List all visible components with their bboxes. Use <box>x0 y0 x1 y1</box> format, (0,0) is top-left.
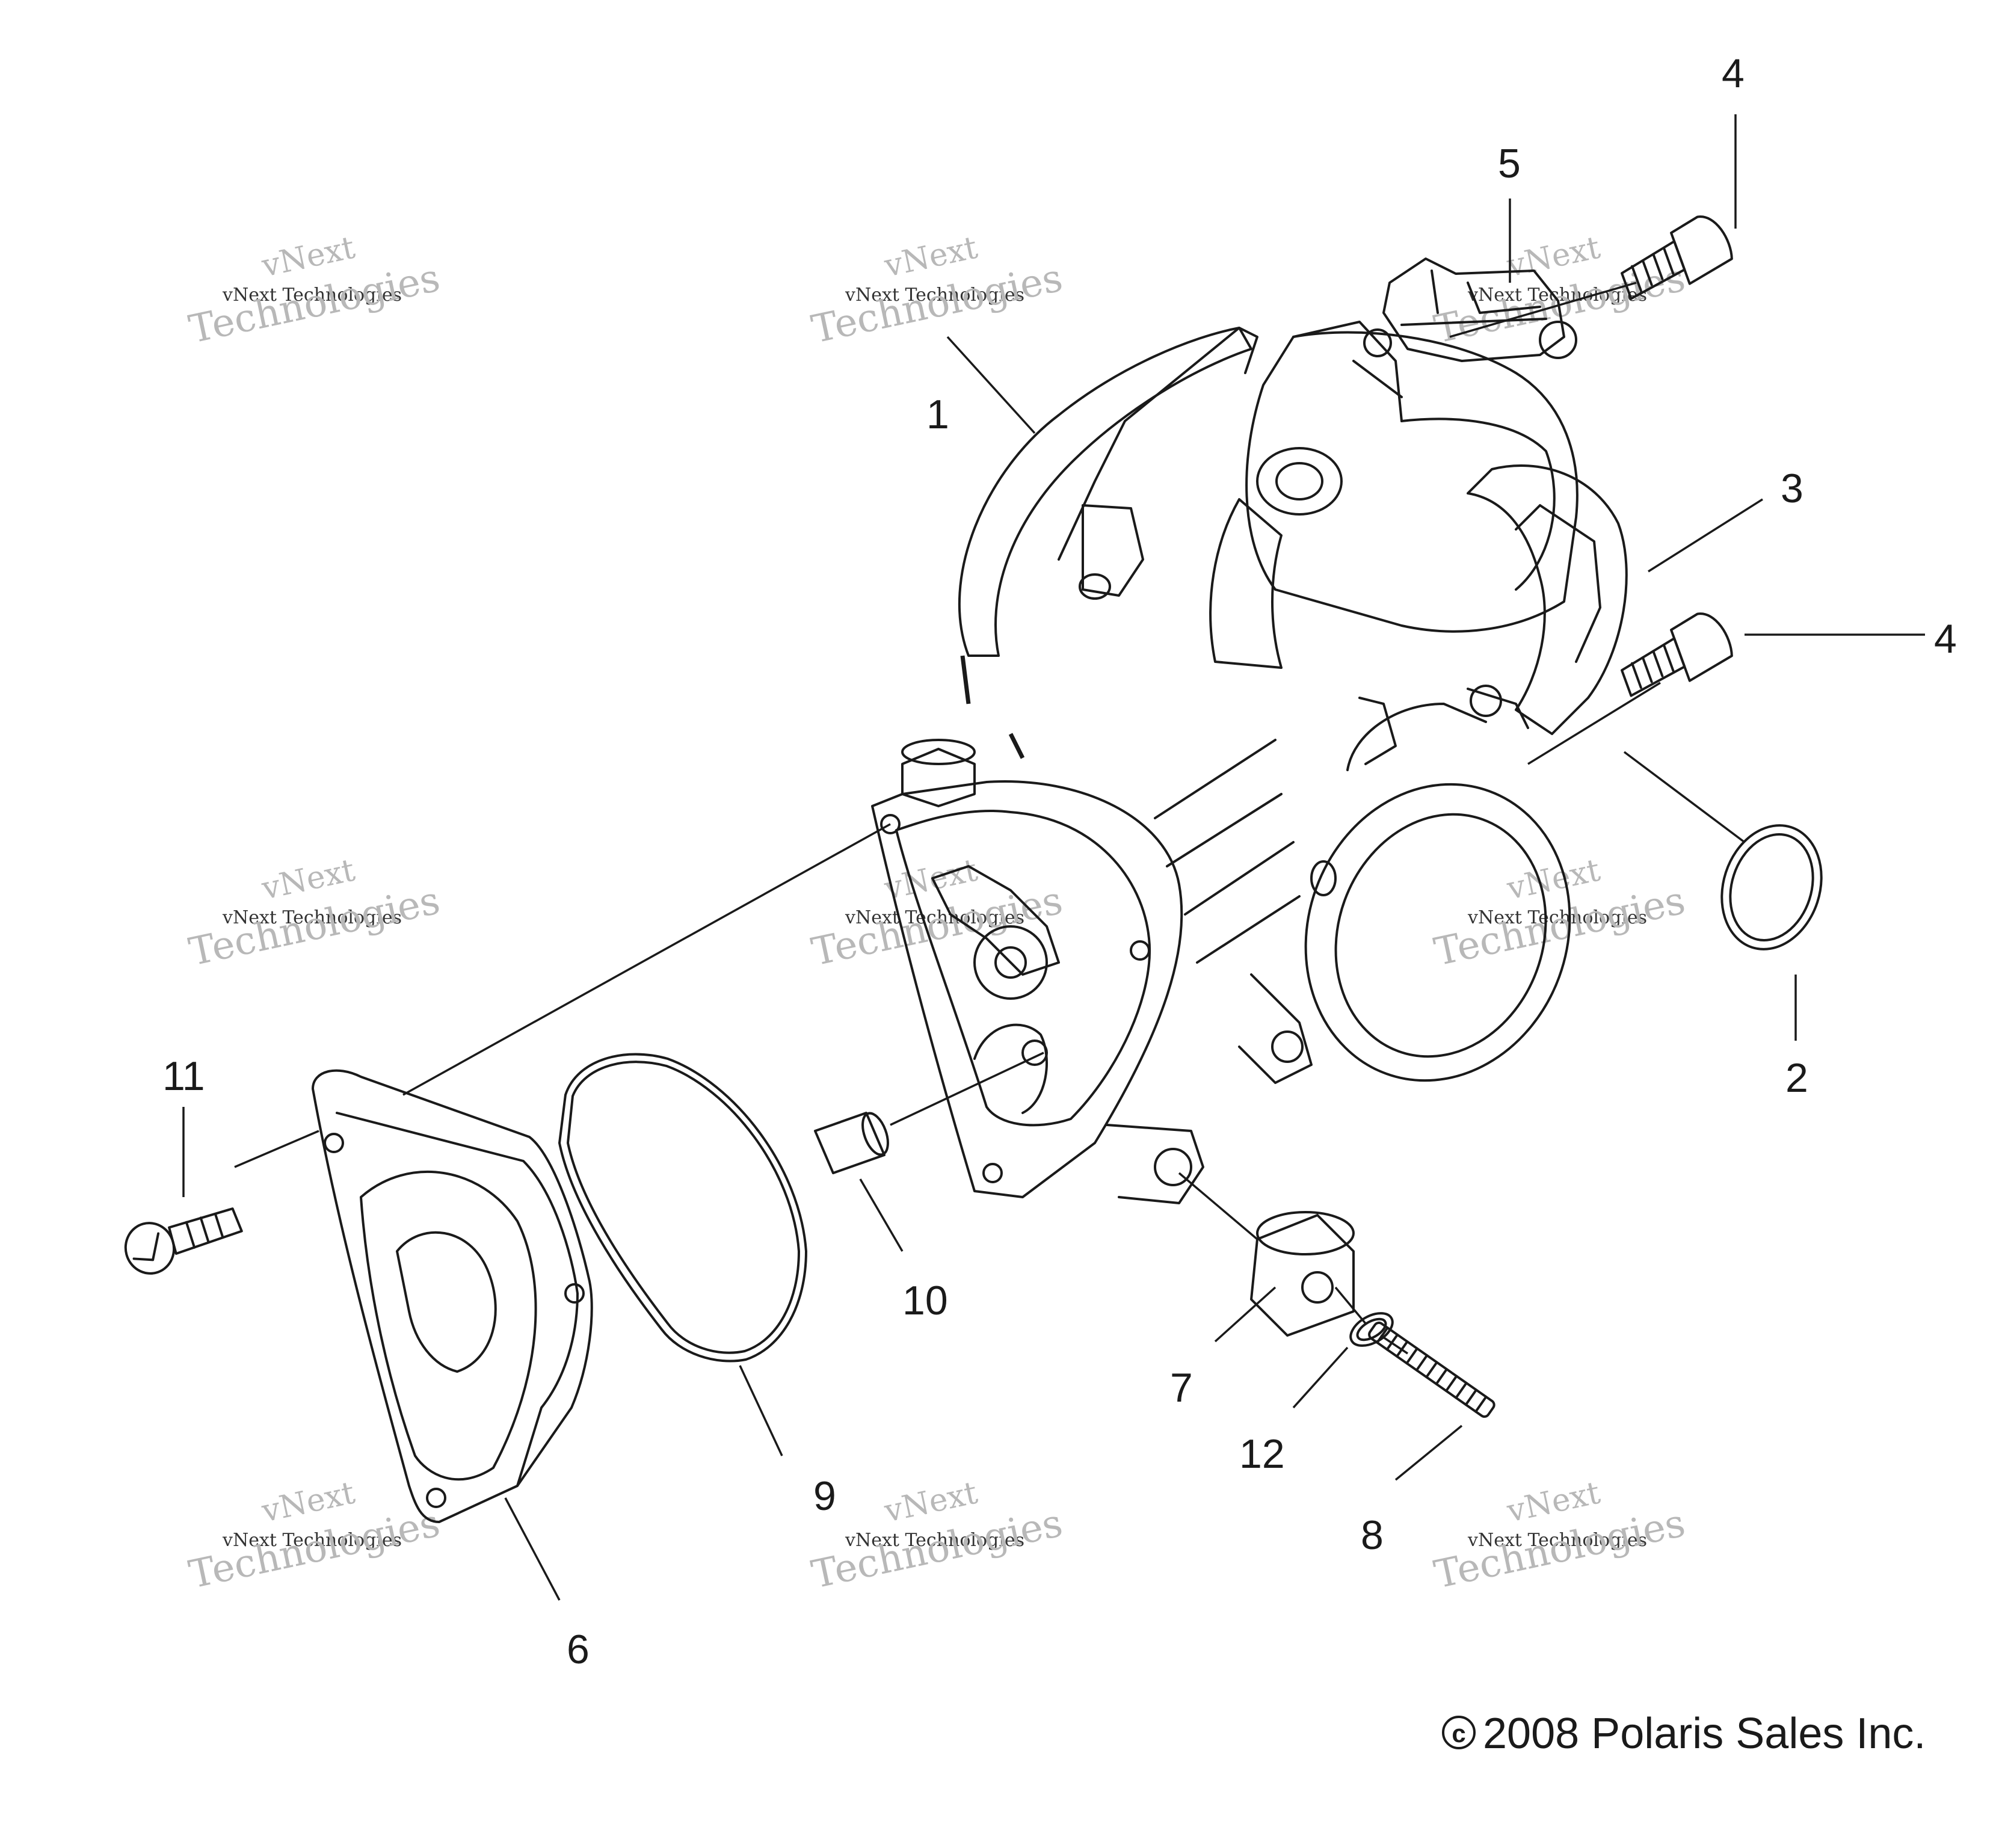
callout-9: 9 <box>813 1473 836 1519</box>
svg-text:vNext Technologies: vNext Technologies <box>222 907 402 928</box>
part-6-cover <box>312 1069 593 1523</box>
part-4-bolt-right <box>1621 612 1733 697</box>
callout-5: 5 <box>1498 141 1521 186</box>
watermark: vNext vNext Technologies Technologies <box>185 852 444 975</box>
callout-1: 1 <box>926 392 949 437</box>
callout-6: 6 <box>567 1627 590 1672</box>
watermark: vNext vNext Technologies Technologies <box>1431 852 1689 975</box>
part-7-spacer <box>1250 1211 1355 1337</box>
part-10-dowel <box>814 1112 889 1174</box>
svg-text:vNext Technologies: vNext Technologies <box>845 907 1024 928</box>
watermark: vNext vNext Technologies Technologies <box>808 1475 1067 1598</box>
svg-text:vNext Technologies: vNext Technologies <box>222 285 402 306</box>
callout-7: 7 <box>1170 1365 1193 1411</box>
watermark: vNext vNext Technologies Technologies <box>1431 1475 1689 1598</box>
callout-11: 11 <box>162 1053 205 1099</box>
pump-housing <box>871 257 1628 1204</box>
copyright-text: 2008 Polaris Sales Inc. <box>1483 1710 1926 1758</box>
part-9-gasket <box>558 1053 807 1363</box>
callout-2: 2 <box>1785 1055 1808 1101</box>
svg-text:vNext Technologies: vNext Technologies <box>222 1530 402 1551</box>
svg-text:vNext Technologies: vNext Technologies <box>1467 907 1647 928</box>
callout-3: 3 <box>1781 466 1803 511</box>
watermark: vNext vNext Technologies Technologies <box>185 230 444 353</box>
callout-10: 10 <box>902 1278 948 1323</box>
callout-4-right: 4 <box>1934 616 1957 662</box>
copyright-notice: c 2008 Polaris Sales Inc. <box>1442 1710 1926 1758</box>
part-4-bolt-top <box>1621 215 1733 300</box>
watermark: vNext vNext Technologies Technologies <box>808 230 1067 353</box>
part-12-washer <box>1349 1312 1394 1347</box>
part-2-o-ring <box>1720 824 1823 950</box>
watermark: vNext vNext Technologies Technologies <box>1431 230 1689 353</box>
callout-12: 12 <box>1239 1431 1285 1477</box>
svg-text:vNext Technologies: vNext Technologies <box>845 285 1024 306</box>
callout-labels: 1 2 3 4 4 5 6 7 8 9 10 11 12 <box>162 51 1957 1672</box>
watermark: vNext vNext Technologies Technologies <box>185 1475 444 1598</box>
leader-lines <box>182 114 1925 1601</box>
part-11-screw <box>124 1207 243 1275</box>
callout-4-top: 4 <box>1722 51 1745 96</box>
copyright-symbol-icon <box>1442 1716 1476 1749</box>
svg-text:vNext Technologies: vNext Technologies <box>1467 1530 1647 1551</box>
callout-8: 8 <box>1361 1512 1384 1558</box>
copyright-symbol-letter: c <box>1452 1719 1465 1748</box>
svg-text:vNext Technologies: vNext Technologies <box>845 1530 1024 1551</box>
